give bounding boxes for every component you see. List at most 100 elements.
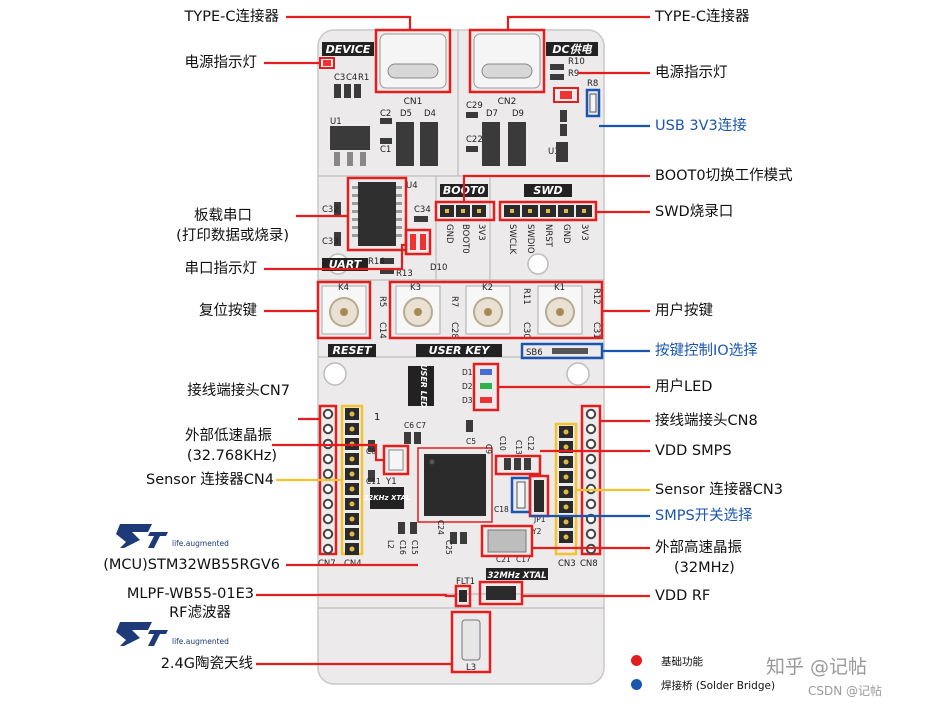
svg-text:C25: C25 <box>444 540 453 555</box>
cn2-label: CN2 <box>498 97 517 107</box>
label-power-left: 电源指示灯 <box>184 55 258 71</box>
svg-text:R13: R13 <box>396 269 413 279</box>
svg-text:C11: C11 <box>366 477 381 486</box>
label-mcu: (MCU)STM32WB55RGV6 <box>103 557 280 573</box>
svg-text:R11: R11 <box>521 288 531 305</box>
uart-chip-pins <box>352 186 402 237</box>
cn1-label: CN1 <box>404 97 423 107</box>
label-cn4: Sensor 连接器CN4 <box>145 472 274 488</box>
usb3v3-bridge <box>589 93 597 113</box>
svg-text:C17: C17 <box>516 555 531 564</box>
keyio-bridge <box>552 348 588 354</box>
header-pin-dot <box>563 489 569 495</box>
svg-text:C16: C16 <box>398 540 407 555</box>
svg-text:R14: R14 <box>368 257 385 267</box>
svg-text:GND: GND <box>561 224 571 244</box>
svg-text:C12: C12 <box>526 436 535 451</box>
svg-text:C8: C8 <box>366 447 376 456</box>
label-cn3: Sensor 连接器CN3 <box>655 482 784 498</box>
svg-text:C22: C22 <box>466 135 483 145</box>
svg-text:R8: R8 <box>587 79 598 89</box>
label-userled: 用户LED <box>655 379 713 395</box>
buttons <box>321 285 583 335</box>
svg-text:D1: D1 <box>462 368 473 377</box>
passives-top <box>334 64 567 152</box>
svg-text:D4: D4 <box>424 109 436 119</box>
header-pin-dot <box>563 504 569 510</box>
header-pad <box>322 423 334 435</box>
header-pin-dot <box>563 534 569 540</box>
uart-highlight <box>346 176 408 252</box>
header-pad <box>322 513 334 525</box>
label-uart-line2: (打印数据或烧录) <box>176 228 289 244</box>
header-pin-dot <box>349 426 355 432</box>
svg-text:JP1: JP1 <box>533 515 546 524</box>
label-userkey: 用户按键 <box>655 303 713 319</box>
svg-text:SWCLK: SWCLK <box>507 224 517 254</box>
svg-text:C2: C2 <box>380 109 391 119</box>
label-cn8: 接线端接头CN8 <box>655 413 758 429</box>
legend-basic: 基础功能 <box>661 656 703 668</box>
header-pin-dot <box>349 531 355 537</box>
header-pad <box>322 543 334 555</box>
header-pin-dot <box>349 486 355 492</box>
svg-text:BOOT0: BOOT0 <box>460 224 470 254</box>
watermark-zhihu: 知乎 @记帖 <box>766 656 868 678</box>
tag-device: DEVICE <box>326 43 371 56</box>
antenna-highlight <box>450 610 492 674</box>
sb6-label: SB6 <box>526 348 543 358</box>
vddsmps-highlight <box>494 454 542 476</box>
label-reset: 复位按键 <box>199 303 257 319</box>
svg-text:C1: C1 <box>380 145 391 155</box>
svg-text:R1: R1 <box>358 73 369 83</box>
svg-text:C4: C4 <box>346 73 357 83</box>
label-keyio: 按键控制IO选择 <box>655 343 758 359</box>
swd-pins <box>504 205 592 217</box>
header-pad <box>322 528 334 540</box>
power-led-right <box>560 91 572 99</box>
l3-label: L3 <box>466 663 476 673</box>
rf-filter <box>459 590 467 602</box>
usb-c-cn2: CN2 <box>473 33 541 107</box>
userled-1 <box>480 369 492 375</box>
svg-text:C31: C31 <box>591 322 601 339</box>
label-swd: SWD烧录口 <box>655 204 734 220</box>
svg-text:C28: C28 <box>449 322 459 339</box>
st-logo-1: life.augmented <box>116 524 229 548</box>
svg-text:L2: L2 <box>386 540 395 549</box>
header-pad <box>322 453 334 465</box>
header-pin-dot <box>349 501 355 507</box>
header-pin-dot <box>563 519 569 525</box>
usb-c-cn1: CN1 <box>379 33 447 107</box>
header-pin-dot <box>349 456 355 462</box>
header-pad <box>585 408 597 420</box>
svg-text:C21: C21 <box>496 555 511 564</box>
smps-jumper <box>534 480 544 512</box>
u4-label: U4 <box>406 181 418 191</box>
hse-highlight <box>480 524 534 558</box>
vddrf-highlight <box>478 580 524 606</box>
header-pad <box>585 423 597 435</box>
svg-text:SWDIO: SWDIO <box>525 224 535 254</box>
label-cn7: 接线端接头CN7 <box>187 383 290 399</box>
tag-reset: RESET <box>333 344 373 357</box>
svg-text:K4: K4 <box>338 283 349 293</box>
legend-blue-dot <box>631 679 642 690</box>
uart-chip <box>358 182 396 246</box>
cn3-pins <box>559 426 573 543</box>
svg-text:R9: R9 <box>568 69 579 79</box>
mcu-pin1-dot <box>429 459 435 465</box>
label-lse-line2: (32.768KHz) <box>186 448 277 464</box>
svg-text:GND: GND <box>444 224 454 244</box>
label-vddrf: VDD RF <box>655 588 711 604</box>
svg-text:K2: K2 <box>482 283 493 293</box>
label-typec-right: TYPE-C连接器 <box>655 9 750 25</box>
uart-led-2 <box>420 234 426 250</box>
header-pad <box>585 438 597 450</box>
usb3v3-bridge-box <box>585 88 601 118</box>
svg-text:C30: C30 <box>521 322 531 339</box>
label-power-right: 电源指示灯 <box>655 65 728 81</box>
svg-text:C10: C10 <box>498 436 507 451</box>
svg-text:R10: R10 <box>568 57 585 67</box>
